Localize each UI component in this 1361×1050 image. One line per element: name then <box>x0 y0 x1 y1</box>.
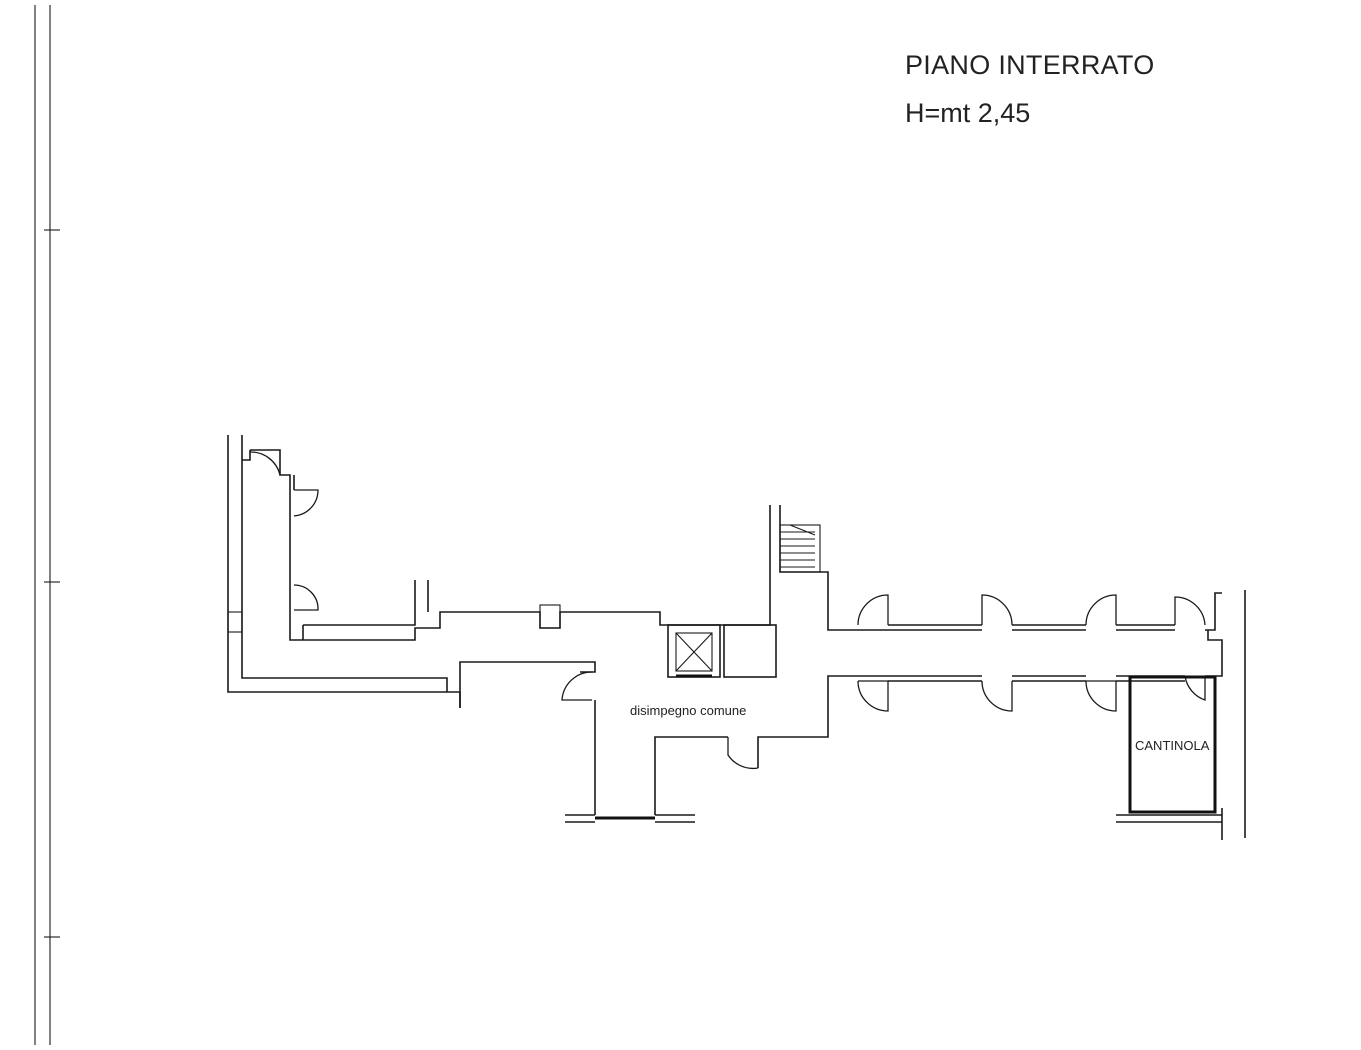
left-wing-walls <box>227 435 771 708</box>
room-label-common-hall: disimpegno comune <box>630 703 747 718</box>
service-shaft <box>723 624 777 678</box>
plan-title: PIANO INTERRATO <box>905 50 1155 80</box>
right-corridor-walls <box>858 590 1246 838</box>
door-swing-icon <box>249 451 319 611</box>
door-swing-icon <box>857 594 1206 712</box>
door-swing-icon <box>561 671 759 770</box>
cellar-room <box>1116 675 1223 840</box>
elevator-icon <box>667 624 721 678</box>
sheet-border <box>34 5 60 1045</box>
ceiling-height-note: H=mt 2,45 <box>905 98 1031 128</box>
room-label-cellar: CANTINOLA <box>1135 738 1210 753</box>
stairs-icon <box>779 524 821 573</box>
